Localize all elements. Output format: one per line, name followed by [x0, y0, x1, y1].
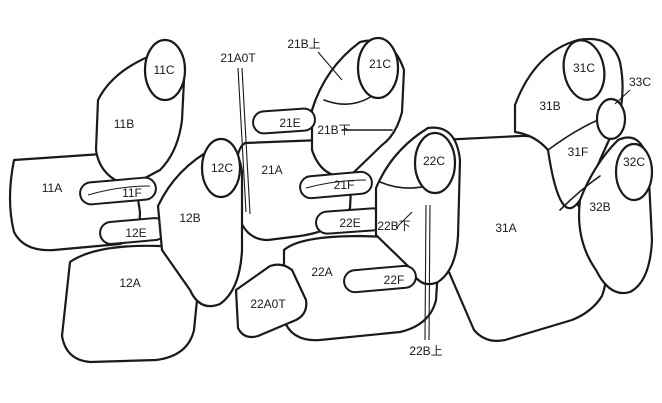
- label-32B: 32B: [589, 200, 610, 214]
- label-12B: 12B: [179, 211, 200, 225]
- part-21E-armrest: [252, 107, 316, 135]
- label-12E: 12E: [125, 226, 146, 240]
- label-11B: 11B: [114, 117, 134, 131]
- label-21F: 21F: [334, 178, 355, 192]
- label-22C: 22C: [423, 154, 445, 168]
- label-12C: 12C: [211, 161, 233, 175]
- part-22C-headrest: [413, 131, 457, 195]
- part-21C-headrest: [356, 36, 400, 100]
- part-11F-armrest: [79, 176, 157, 206]
- label-21Bs: 21B下: [317, 123, 350, 137]
- seam-31F: [547, 119, 599, 151]
- label-12A: 12A: [119, 276, 140, 290]
- label-31C: 31C: [573, 61, 595, 75]
- label-21Bu: 21B上: [287, 37, 320, 51]
- part-22A0T-ottoman: [234, 263, 308, 339]
- part-12C-headrest: [200, 137, 242, 199]
- label-32C: 32C: [623, 155, 645, 169]
- second-row-seats: [234, 36, 462, 342]
- label-31B: 31B: [539, 99, 560, 113]
- rear-bench-seat: [414, 37, 654, 342]
- label-22F: 22F: [384, 273, 405, 287]
- label-31F: 31F: [568, 145, 589, 159]
- label-11F: 11F: [122, 186, 142, 200]
- leader-21A0T: [237, 67, 247, 213]
- front-seats: [8, 38, 244, 364]
- leader-21A0T-b: [241, 67, 251, 215]
- seam-21B: [323, 95, 373, 105]
- part-31C-headrest: [562, 39, 606, 101]
- leader-22Bu-b: [428, 204, 431, 341]
- label-33C: 33C: [629, 75, 651, 89]
- label-22A0T: 22A0T: [250, 297, 286, 311]
- label-11A: 11A: [42, 181, 62, 195]
- label-31A: 31A: [495, 221, 516, 235]
- leader-33C: [614, 89, 631, 105]
- part-labels: 11C 11B 11A 11F 12E 12C 12B 12A 21A0T 21…: [42, 37, 652, 358]
- leader-22Bu: [424, 204, 427, 341]
- label-21A0T: 21A0T: [220, 51, 256, 65]
- label-22Bs: 22B下: [377, 219, 410, 233]
- pad-21F-inner: [305, 179, 367, 189]
- part-11C-headrest: [143, 38, 187, 102]
- leader-21Bu: [317, 51, 343, 81]
- label-22A: 22A: [311, 265, 332, 279]
- pad-11F-inner: [87, 185, 151, 196]
- label-21C: 21C: [369, 57, 391, 71]
- part-32C-headrest: [614, 142, 654, 202]
- label-21A: 21A: [261, 163, 282, 177]
- seam-31F-lower: [559, 175, 601, 211]
- label-11C: 11C: [153, 63, 174, 77]
- leader-22Bs: [395, 211, 413, 229]
- label-22E: 22E: [339, 216, 360, 230]
- label-22Bu: 22B上: [409, 344, 442, 358]
- part-33C-headrest: [595, 97, 627, 141]
- part-21F-armrest: [299, 170, 373, 200]
- label-21E: 21E: [279, 116, 300, 130]
- part-22F-armrest: [343, 264, 417, 294]
